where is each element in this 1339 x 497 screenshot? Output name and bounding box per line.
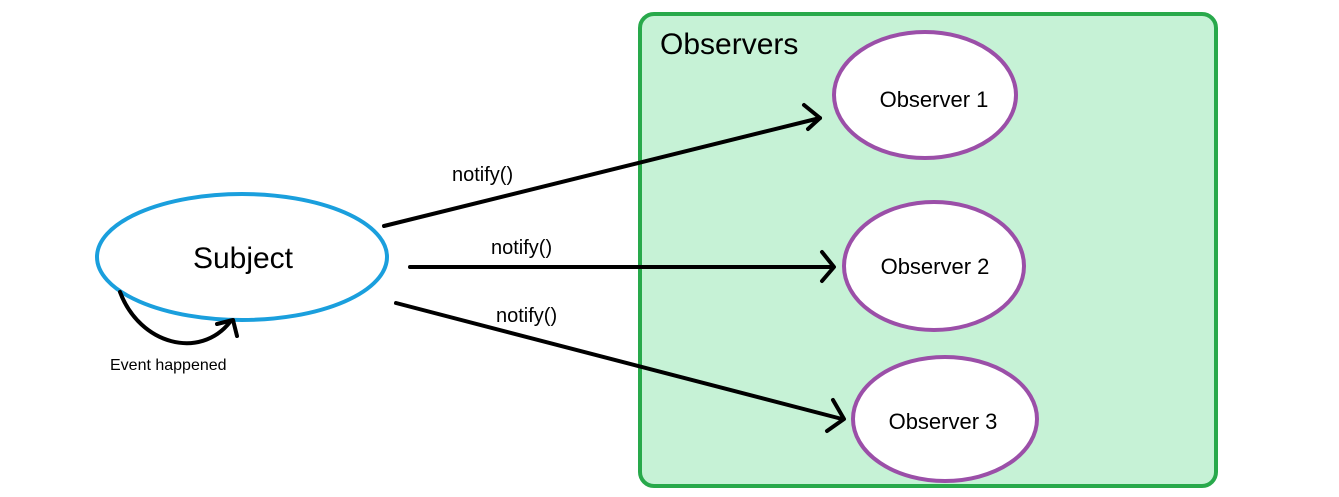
observer-1-label: Observer 1 bbox=[880, 87, 989, 112]
event-self-arrowhead bbox=[215, 318, 239, 338]
subject-label: Subject bbox=[193, 242, 294, 275]
subject-node bbox=[95, 192, 389, 322]
observer-2-node bbox=[842, 200, 1026, 332]
observer-1-node bbox=[832, 30, 1018, 160]
notify-arrowhead-3 bbox=[825, 398, 846, 433]
event-self-arrow bbox=[118, 290, 232, 346]
notify-arrowhead-1 bbox=[802, 103, 822, 131]
notify-arrow-1 bbox=[382, 116, 822, 228]
notify-arrowhead-2 bbox=[820, 250, 836, 283]
event-happened-label: Event happened bbox=[110, 357, 227, 374]
observer-3-label: Observer 3 bbox=[889, 409, 998, 434]
observer-2-label: Observer 2 bbox=[881, 254, 990, 279]
observers-group-title: Observers bbox=[660, 28, 798, 61]
notify-label-1: notify() bbox=[452, 164, 513, 186]
notify-label-3: notify() bbox=[496, 305, 557, 327]
notify-label-2: notify() bbox=[491, 237, 552, 259]
notify-arrow-3 bbox=[394, 301, 844, 421]
observer-3-node bbox=[851, 355, 1039, 483]
